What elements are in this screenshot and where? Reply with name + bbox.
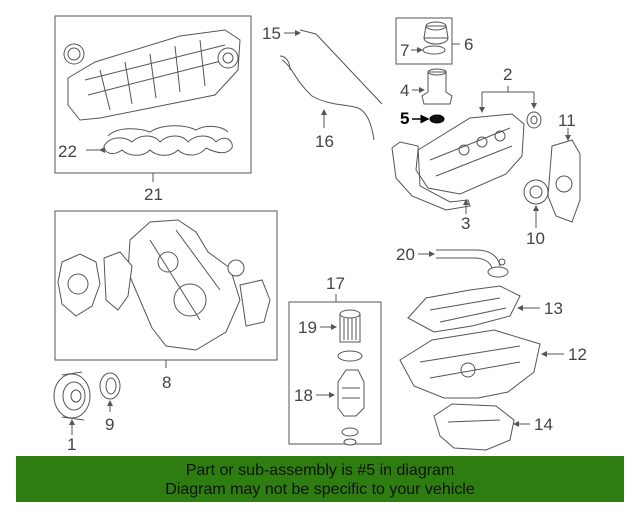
callout-14: 14 bbox=[534, 415, 553, 434]
gasket-part-5 bbox=[429, 114, 445, 124]
callout-12: 12 bbox=[568, 345, 587, 364]
callout-10: 10 bbox=[526, 229, 545, 248]
callout-4: 4 bbox=[400, 81, 409, 100]
intake-manifold-part bbox=[67, 29, 241, 121]
callout-7: 7 bbox=[400, 41, 409, 60]
callout-16: 16 bbox=[315, 132, 334, 151]
callout-5-highlight: 5 bbox=[400, 109, 409, 128]
camshaft-seal bbox=[523, 179, 549, 205]
info-banner: Part or sub-assembly is #5 in diagram Di… bbox=[16, 456, 624, 502]
callout-8: 8 bbox=[162, 373, 171, 392]
banner-line-disclaimer: Diagram may not be specific to your vehi… bbox=[165, 481, 475, 498]
crankshaft-pulley bbox=[53, 371, 91, 421]
callout-1: 1 bbox=[67, 435, 76, 454]
callout-2: 2 bbox=[503, 65, 512, 84]
callout-13: 13 bbox=[544, 299, 563, 318]
oil-pan-upper bbox=[399, 329, 541, 399]
callout-21: 21 bbox=[144, 185, 163, 204]
throttle-body-gasket bbox=[63, 43, 85, 65]
callout-3: 3 bbox=[461, 214, 470, 233]
callout-18: 18 bbox=[294, 386, 313, 405]
oil-filter-o-ring bbox=[337, 350, 363, 362]
banner-line-part-number: Part or sub-assembly is #5 in diagram bbox=[185, 462, 455, 479]
callout-17: 17 bbox=[326, 274, 345, 293]
oil-dipstick bbox=[299, 29, 383, 105]
oil-filler-tube bbox=[421, 68, 453, 105]
callout-20: 20 bbox=[396, 245, 415, 264]
oil-filler-cap bbox=[422, 21, 449, 55]
crankshaft-seal bbox=[99, 372, 121, 400]
valve-cover bbox=[415, 113, 525, 195]
oil-filter-housing bbox=[337, 369, 365, 446]
rear-cover-plate bbox=[547, 139, 581, 223]
callout-19: 19 bbox=[298, 318, 317, 337]
callout-6: 6 bbox=[464, 35, 473, 54]
dipstick-tube bbox=[281, 59, 375, 141]
callout-9: 9 bbox=[105, 415, 114, 434]
parts-diagram: 22 21 8 1 9 15 16 bbox=[53, 15, 587, 454]
oil-baffle-plate bbox=[407, 285, 521, 333]
callout-11: 11 bbox=[558, 111, 576, 130]
box-oil-filter bbox=[288, 301, 382, 445]
callout-15: 15 bbox=[262, 24, 281, 43]
intake-gasket-set bbox=[103, 125, 233, 156]
timing-cover-part bbox=[57, 219, 271, 351]
oil-pan-lower bbox=[433, 403, 515, 451]
oil-filter-element bbox=[339, 309, 361, 343]
box-oil-filler-cap bbox=[395, 17, 453, 65]
spark-plug-tube-seal bbox=[526, 111, 542, 129]
callout-22: 22 bbox=[58, 142, 77, 161]
oil-pickup-tube bbox=[436, 249, 509, 278]
